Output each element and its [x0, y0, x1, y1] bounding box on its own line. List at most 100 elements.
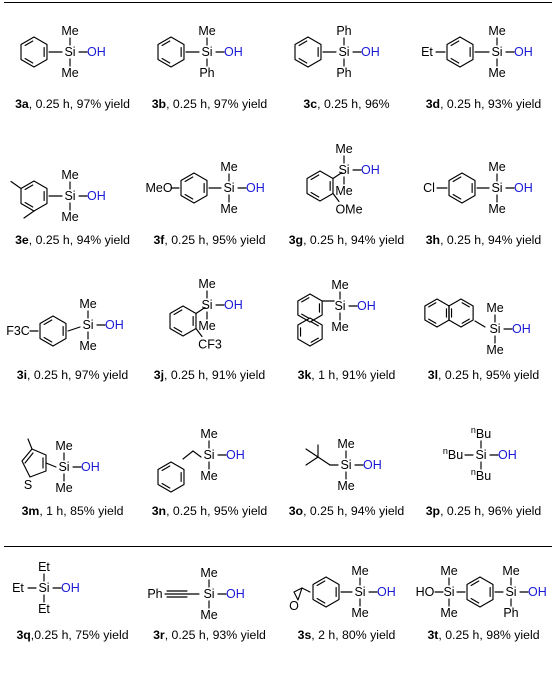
svg-text:O: O	[289, 599, 299, 613]
svg-text:HO: HO	[416, 585, 435, 599]
svg-text:Si: Si	[354, 585, 365, 599]
reaction-conditions: , 0.25 h, 97% yield	[166, 97, 268, 111]
svg-text:Si: Si	[64, 189, 75, 203]
compound-caption: 3i, 0.25 h, 97% yield	[4, 368, 141, 382]
reaction-conditions: , 0.25 h, 91% yield	[164, 368, 266, 382]
svg-text:Me: Me	[331, 320, 348, 334]
compound-id: 3n	[151, 503, 167, 518]
compound-caption: 3n, 0.25 h, 95% yield	[141, 504, 278, 518]
svg-text:Ph: Ph	[199, 66, 214, 80]
svg-text:MeO: MeO	[145, 181, 172, 195]
svg-text:Ph: Ph	[147, 587, 162, 601]
svg-text:OH: OH	[87, 45, 106, 59]
reaction-conditions: , 0.25 h, 94% yield	[440, 232, 542, 247]
svg-text:Me: Me	[200, 608, 217, 622]
compound-id: 3i	[16, 368, 28, 382]
compound-caption: 3l, 0.25 h, 95% yield	[415, 368, 552, 382]
svg-text:F3C: F3C	[6, 324, 30, 338]
svg-text:OH: OH	[514, 45, 533, 59]
reaction-conditions: , 0.25 h, 98% yield	[438, 628, 540, 642]
svg-text:Et: Et	[38, 560, 50, 574]
bottom-rule	[4, 546, 552, 547]
svg-text:Si: Si	[338, 45, 349, 59]
compound-id: 3b	[151, 97, 167, 111]
reaction-conditions: , 0.25 h, 95% yield	[166, 503, 268, 518]
svg-text:OH: OH	[226, 448, 245, 462]
svg-text:OH: OH	[87, 189, 106, 203]
svg-text:Si: Si	[203, 587, 214, 601]
compound-caption: 3g, 0.25 h, 94% yield	[278, 233, 415, 247]
svg-text:Me: Me	[55, 481, 72, 495]
svg-text:Si: Si	[223, 181, 234, 195]
compound-id: 3k	[297, 368, 312, 382]
svg-text:OH: OH	[498, 448, 517, 462]
svg-text:Me: Me	[220, 202, 237, 216]
reaction-conditions: , 2 h, 80% yield	[311, 628, 396, 642]
svg-text:OH: OH	[246, 181, 265, 195]
compound-caption: 3a, 0.25 h, 97% yield	[4, 97, 141, 111]
svg-text:Me: Me	[200, 566, 217, 580]
svg-text:Si: Si	[38, 581, 49, 595]
svg-text:nBu: nBu	[471, 425, 491, 441]
svg-text:Me: Me	[337, 437, 354, 451]
svg-text:Me: Me	[79, 297, 96, 311]
svg-text:Ph: Ph	[336, 66, 351, 80]
svg-text:Si: Si	[64, 45, 75, 59]
compound-id: 3t	[427, 628, 439, 642]
svg-text:Me: Me	[351, 564, 368, 578]
svg-text:OH: OH	[226, 587, 245, 601]
compound-caption: 3h, 0.25 h, 94% yield	[415, 233, 552, 247]
svg-text:Si: Si	[505, 585, 516, 599]
compound-caption: 3b, 0.25 h, 97% yield	[141, 97, 278, 111]
compound-id: 3j	[153, 368, 165, 382]
svg-text:OH: OH	[528, 585, 547, 599]
svg-text:Me: Me	[440, 606, 457, 620]
svg-text:Ph: Ph	[336, 24, 351, 38]
svg-text:OH: OH	[363, 458, 382, 472]
svg-text:Si: Si	[201, 298, 212, 312]
compound-caption: 3t, 0.25 h, 98% yield	[415, 628, 552, 642]
compound-id: 3m	[21, 503, 40, 518]
svg-text:Me: Me	[200, 469, 217, 483]
svg-text:Si: Si	[340, 458, 351, 472]
compound-id: 3l	[427, 368, 439, 382]
svg-text:Me: Me	[351, 606, 368, 620]
compound-id: 3f	[153, 232, 165, 247]
svg-text:OH: OH	[514, 181, 533, 195]
svg-text:Me: Me	[198, 319, 215, 333]
svg-text:Me: Me	[220, 160, 237, 174]
svg-text:Me: Me	[440, 564, 457, 578]
svg-text:Me: Me	[61, 24, 78, 38]
reaction-conditions: , 0.25 h, 94% yield	[303, 232, 405, 247]
compound-caption: 3p, 0.25 h, 96% yield	[415, 504, 552, 518]
svg-text:OH: OH	[61, 581, 80, 595]
compound-id: 3d	[425, 97, 441, 111]
svg-text:Si: Si	[58, 460, 69, 474]
svg-text:Si: Si	[491, 181, 502, 195]
compound-caption: 3q,0.25 h, 75% yield	[4, 628, 141, 642]
svg-text:Me: Me	[488, 66, 505, 80]
svg-text:Si: Si	[443, 585, 454, 599]
